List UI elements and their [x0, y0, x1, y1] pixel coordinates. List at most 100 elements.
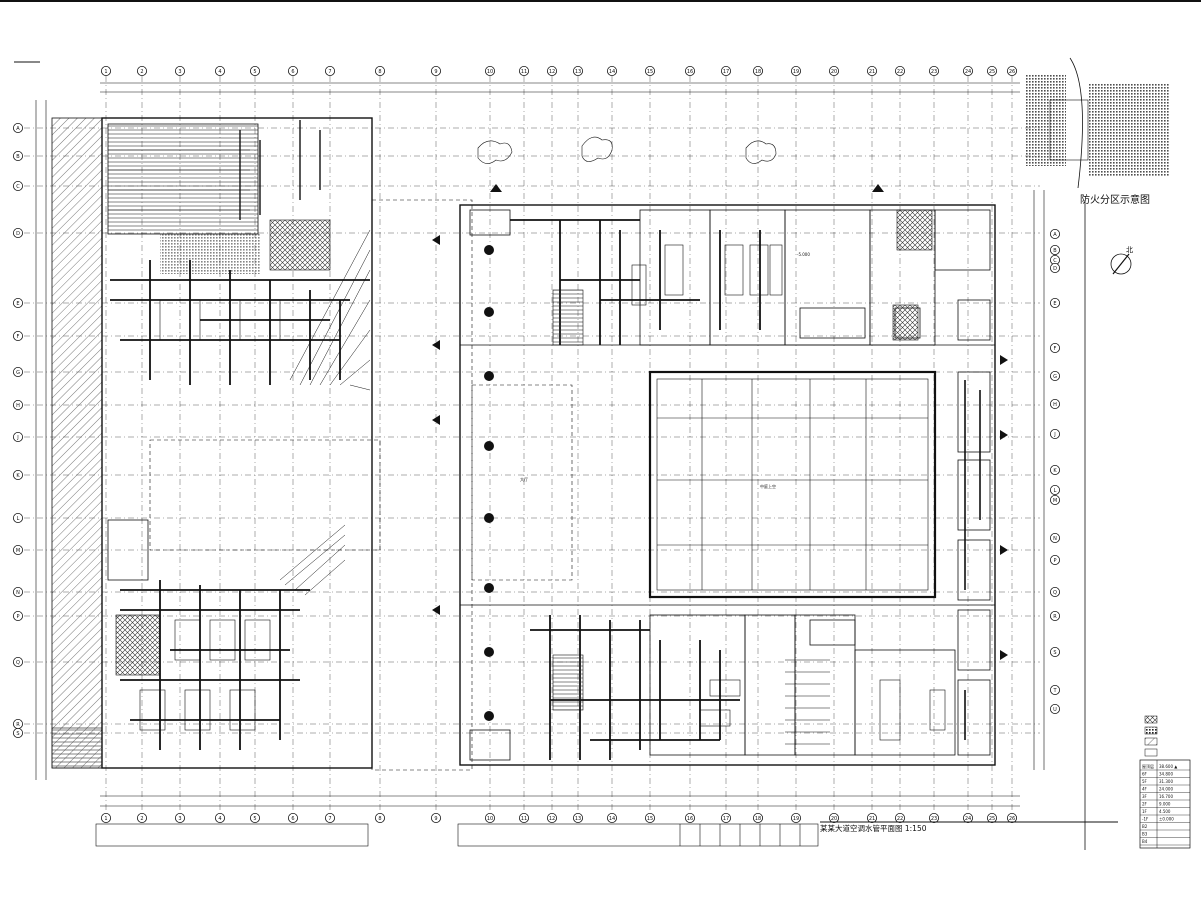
north-arrow-icon [1110, 253, 1132, 275]
left-axis-13-bubble [12, 587, 23, 598]
right-axis-1-label: A [1053, 232, 1057, 238]
top-axis-22-label: 22 [897, 69, 903, 75]
top-axis-24-label: 24 [965, 69, 971, 75]
bottom-axis-15-bubble [645, 813, 656, 824]
bottom-axis-4-bubble [214, 813, 225, 824]
right-axis-5-bubble [1050, 297, 1061, 308]
bottom-axis-16-bubble [685, 813, 696, 824]
bottom-axis-11-label: 11 [521, 816, 527, 822]
bottom-axis-1-bubble [101, 813, 112, 824]
top-axis-18-bubble [753, 66, 764, 77]
top-axis-24-bubble [963, 66, 974, 77]
legend-row-label: 5F [1142, 779, 1148, 784]
bottom-axis-21-bubble [867, 813, 878, 824]
right-axis-2-label: B [1053, 248, 1057, 254]
bottom-axis-9-label: 9 [434, 816, 437, 822]
top-axis-11-bubble [519, 66, 530, 77]
top-axis-10-label: 10 [487, 69, 493, 75]
bottom-legend-strip [95, 823, 819, 847]
top-axis-16-label: 16 [687, 69, 693, 75]
court-note: 中庭上空 [760, 483, 776, 489]
right-axis-5-label: E [1053, 301, 1056, 307]
legend-row-value: ±0.000 [1159, 817, 1174, 822]
top-axis-3-label: 3 [178, 69, 181, 75]
right-axis-6-bubble [1050, 342, 1061, 353]
top-axis-21-bubble [867, 66, 878, 77]
bottom-axis-7-bubble [324, 813, 335, 824]
right-axis-16-label: R [1053, 614, 1057, 620]
bottom-axis-18-bubble [753, 813, 764, 824]
left-axis-3-label: C [16, 184, 20, 190]
bottom-axis-14-bubble [607, 813, 618, 824]
legend-row-value: 34.800 [1159, 772, 1173, 777]
fire-zone-diagram: 防火分区示意图 北 [1026, 57, 1170, 275]
bottom-axis-26-bubble [1007, 813, 1018, 824]
bottom-axis-6-bubble [287, 813, 298, 824]
left-axis-2-label: B [16, 154, 20, 160]
top-axis-22-bubble [895, 66, 906, 77]
right-axis-10-label: K [1053, 468, 1057, 474]
left-axis-11-label: L [17, 516, 20, 522]
top-axis-13-bubble [573, 66, 584, 77]
right-axis-12-label: M [1053, 498, 1057, 504]
left-axis-16-label: R [16, 722, 20, 728]
left-axis-14-bubble [12, 611, 23, 622]
top-axis-1-label: 1 [104, 69, 107, 75]
top-axis-6-label: 6 [291, 69, 294, 75]
top-axis-12-bubble [547, 66, 558, 77]
right-axis-2-bubble [1050, 244, 1061, 255]
bottom-axis-12-bubble [547, 813, 558, 824]
left-axis-3-bubble [12, 180, 23, 191]
bottom-axis-22-bubble [895, 813, 906, 824]
left-axis-8-bubble [12, 399, 23, 410]
bottom-axis-17-bubble [721, 813, 732, 824]
left-exterior-zone [51, 117, 103, 769]
bottom-axis-17-label: 17 [723, 816, 729, 822]
bottom-axis-15-label: 15 [647, 816, 653, 822]
top-axis-20-label: 20 [831, 69, 837, 75]
left-axis-4-bubble [12, 227, 23, 238]
legend-row-value: 9.000 [1159, 802, 1171, 807]
legend-row-label: 屋顶层 [1142, 763, 1154, 769]
legend-row-label: 3F [1142, 794, 1148, 799]
top-axis-11-label: 11 [521, 69, 527, 75]
central-court [648, 370, 937, 599]
right-axis-19-bubble [1050, 704, 1061, 715]
top-axis-6-bubble [287, 66, 298, 77]
bottom-axis-5-label: 5 [253, 816, 256, 822]
bottom-axis-3-bubble [174, 813, 185, 824]
right-axis-1-bubble [1050, 228, 1061, 239]
left-axis-1-label: A [16, 126, 20, 132]
bottom-axis-10-bubble [484, 813, 495, 824]
top-axis-16-bubble [685, 66, 696, 77]
legend-row-value: 4.500 [1159, 809, 1171, 814]
left-axis-2-bubble [12, 150, 23, 161]
top-axis-15-bubble [645, 66, 656, 77]
top-axis-25-bubble [987, 66, 998, 77]
left-axis-12-bubble [12, 545, 23, 556]
top-axis-9-label: 9 [434, 69, 437, 75]
top-axis-19-label: 19 [793, 69, 799, 75]
right-building [459, 136, 996, 766]
bottom-axis-20-bubble [829, 813, 840, 824]
level-note: -5.000 [797, 252, 810, 257]
top-axis-8-label: 8 [378, 69, 381, 75]
bottom-axis-7-label: 7 [328, 816, 331, 822]
bottom-axis-12-label: 12 [549, 816, 555, 822]
bottom-axis-14-label: 14 [609, 816, 615, 822]
right-axis-15-label: Q [1053, 590, 1057, 596]
legend-row-value: 38.600 ▲ [1159, 764, 1178, 769]
right-axis-3-label: C [1053, 258, 1057, 264]
right-axis-17-label: S [1053, 650, 1056, 656]
top-axis-21-label: 21 [869, 69, 875, 75]
right-axis-12-bubble [1050, 494, 1061, 505]
bottom-axis-2-bubble [136, 813, 147, 824]
top-axis-14-bubble [607, 66, 618, 77]
bottom-axis-13-bubble [573, 813, 584, 824]
left-axis-7-label: G [16, 370, 20, 376]
left-axis-4-label: D [16, 231, 20, 237]
